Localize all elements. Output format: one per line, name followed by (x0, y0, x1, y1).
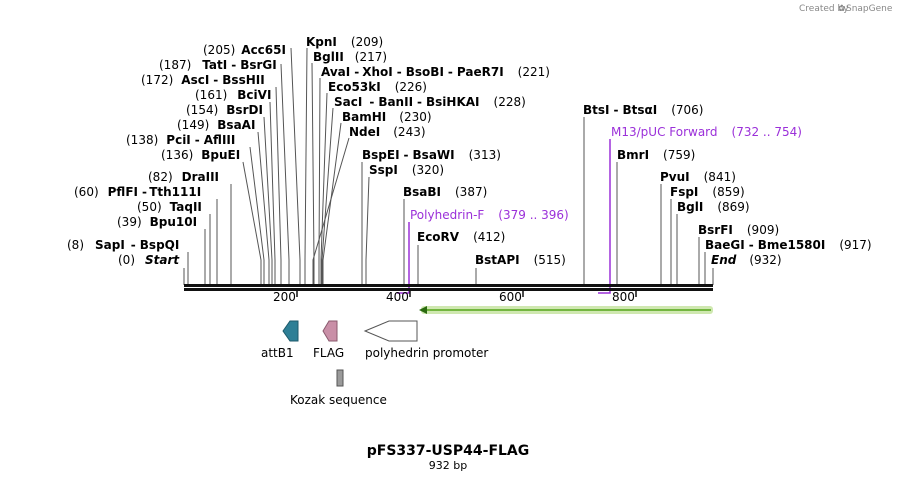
site-label-draiii: (82)DraIII (148, 170, 219, 184)
feature-attb1[interactable]: attB1 (261, 320, 299, 360)
ruler-label-200: 200 (273, 290, 296, 304)
site-label-sspi: SspI(320) (369, 163, 444, 177)
orf-arrowhead-icon (419, 306, 427, 314)
site-label-saci: SacI-BanII-BsiHKAI(228) (334, 95, 526, 109)
site-label-asci: (172)AscI-BssHII (141, 73, 265, 87)
primer-m13[interactable]: M13/pUC Forward(732 .. 754) (598, 125, 802, 294)
site-label-ecorv: EcoRV(412) (417, 230, 505, 244)
backbone-top-strand (184, 284, 713, 287)
site-label-bsaai: (149)BsaAI (177, 118, 255, 132)
flag-arrow-icon (322, 320, 338, 342)
site-line-saci (321, 107, 334, 285)
site-label-sapi: (8)SapI-BspQI (67, 238, 179, 252)
feature-label-polyhedrin-promoter: polyhedrin promoter (365, 346, 488, 360)
plasmid-name: pFS337-USP44-FLAG (367, 443, 530, 459)
site-label-acc65i: (205)Acc65I (203, 43, 286, 57)
site-label-bmri: BmrI(759) (617, 148, 695, 162)
site-label-fspi: FspI(859) (670, 185, 745, 199)
site-label-end: End(932) (711, 253, 782, 267)
orf-arrow[interactable] (419, 306, 713, 314)
site-label-btsi: BtsI-BtsαI(706) (583, 103, 704, 117)
site-line-bsaai (257, 131, 270, 285)
feature-label-kozak: Kozak sequence (290, 393, 387, 407)
site-line-bcivi (269, 101, 276, 285)
snapgene-brand: SnapGene (846, 4, 893, 14)
site-line-avai (318, 77, 321, 285)
site-label-bspei: BspEI-BsaWI(313) (362, 148, 501, 162)
site-label-ndei: NdeI(243) (349, 125, 426, 139)
attb1-arrow-icon (282, 320, 299, 342)
site-label-bgli: BglI(869) (677, 200, 750, 214)
site-label-bsrdi: (154)BsrDI (186, 103, 263, 117)
site-label-bglii: BglII(217) (313, 50, 387, 64)
site-label-bsrfi: BsrFI(909) (698, 223, 779, 237)
backbone-bottom-strand (184, 288, 713, 291)
site-line-bsrdi (263, 116, 273, 285)
site-label-pcii: (138)PciI-AflIII (126, 133, 235, 147)
site-line-pcii (249, 146, 265, 285)
primer-polyhedrin-f-label: Polyhedrin-F(379 .. 396) (410, 208, 569, 222)
kozak-box-icon (336, 369, 344, 387)
dna-backbone (184, 284, 713, 291)
ruler: 200 400 600 800 (273, 290, 637, 304)
feature-label-attb1: attB1 (261, 346, 294, 360)
site-line-tati (280, 63, 290, 285)
ruler-label-400: 400 (386, 290, 409, 304)
site-label-bstapi: BstAPI(515) (475, 253, 566, 267)
site-lines (183, 47, 714, 285)
site-line-kpni (304, 47, 308, 285)
snapgene-logo-icon: ✿ (838, 4, 846, 14)
site-label-bpu10i: (39)Bpu10I (117, 215, 197, 229)
site-label-baegi: BaeGI-Bme1580I(917) (705, 238, 872, 252)
ruler-label-800: 800 (612, 290, 635, 304)
created-by-label: Created by (799, 4, 849, 14)
site-label-bcivi: (161)BciVI (195, 88, 271, 102)
site-line-eco53ki (320, 92, 328, 285)
site-line-bpuei (242, 161, 262, 285)
site-label-eco53ki: Eco53kI(226) (328, 80, 427, 94)
site-label-kpni: KpnI(209) (306, 35, 383, 49)
ruler-label-600: 600 (499, 290, 522, 304)
site-line-bglii (311, 62, 315, 285)
site-label-taqii: (50)TaqII (137, 200, 202, 214)
site-label-pvui: PvuI(841) (660, 170, 736, 184)
site-label-bamhi: BamHI(230) (342, 110, 432, 124)
site-line-asci (275, 86, 282, 285)
feature-flag[interactable]: FLAG (313, 320, 344, 360)
polyhedrin-promoter-arrow-icon (363, 320, 418, 342)
site-line-bamhi (322, 122, 342, 285)
feature-polyhedrin-promoter[interactable]: polyhedrin promoter (363, 320, 488, 360)
site-label-bpuei: (136)BpuEI (161, 148, 240, 162)
site-label-bsabi: BsaBI(387) (403, 185, 487, 199)
site-line-sspi (365, 176, 370, 285)
primer-m13-arrow (598, 139, 611, 294)
primer-polyhedrin-f[interactable]: Polyhedrin-F(379 .. 396) (397, 208, 569, 294)
site-label-pflfi: (60)PflFI-Tth111I (74, 185, 201, 199)
site-line-ndei (312, 137, 350, 285)
primer-polyhedrin-f-arrow (397, 222, 410, 294)
site-line-acc65i (290, 47, 301, 285)
site-label-start: (0)Start (118, 253, 180, 267)
feature-label-flag: FLAG (313, 346, 344, 360)
plasmid-length: 932 bp (429, 459, 467, 472)
site-label-tati: (187)TatI-BsrGI (159, 58, 277, 72)
feature-kozak[interactable]: Kozak sequence (290, 369, 387, 407)
site-label-avai: AvaI-XhoI-BsoBI-PaeR7I(221) (321, 65, 550, 79)
primer-m13-label: M13/pUC Forward(732 .. 754) (611, 125, 802, 139)
